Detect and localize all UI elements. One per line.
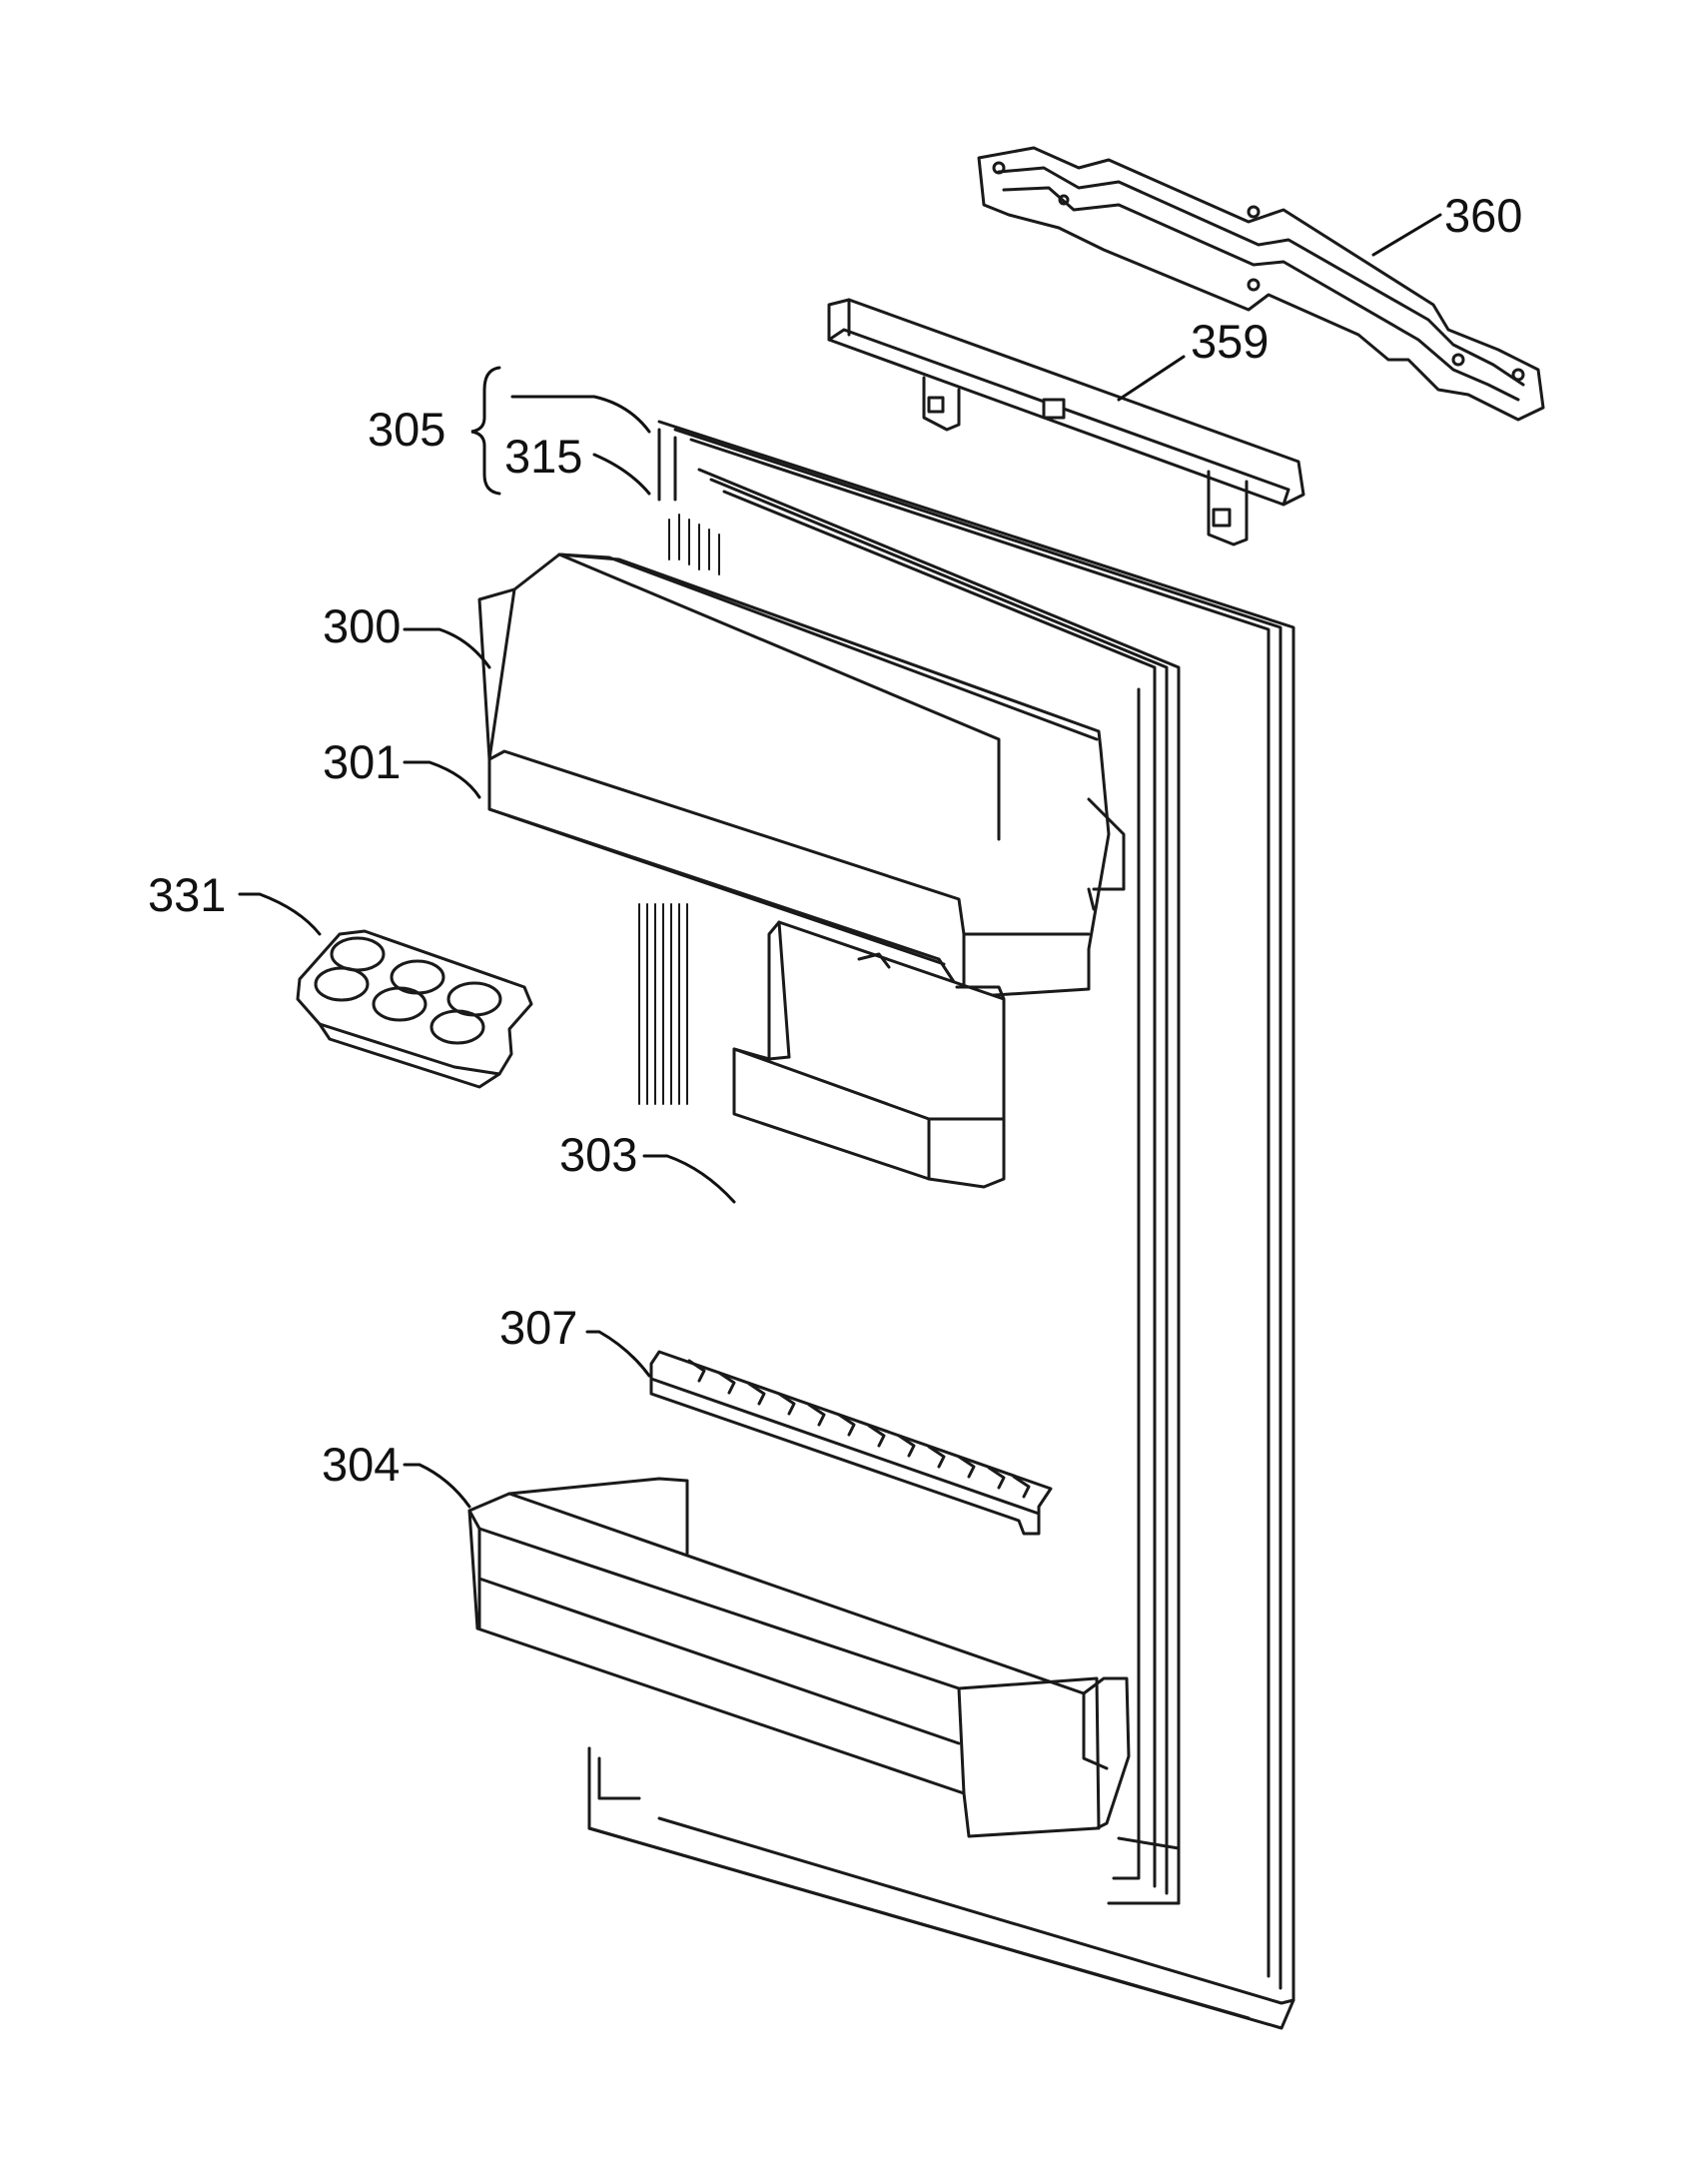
label-315: 315	[504, 430, 582, 483]
label-360: 360	[1444, 189, 1522, 242]
label-307: 307	[499, 1301, 577, 1354]
brace-305	[470, 366, 501, 496]
egg-tray-331	[296, 929, 533, 1089]
bottom-bin-304	[467, 1477, 1131, 1838]
rack-slots	[687, 1359, 1031, 1499]
label-359: 359	[1191, 315, 1269, 368]
leader-331	[238, 892, 322, 936]
leader-304	[403, 1463, 471, 1509]
leader-301	[403, 760, 481, 799]
leader-315	[592, 453, 651, 496]
leader-303	[642, 1154, 736, 1204]
label-300: 300	[323, 599, 401, 652]
label-305: 305	[368, 403, 445, 456]
hinge-bracket-360	[977, 146, 1545, 422]
gasket-strip-hatch	[638, 514, 720, 1105]
reference-numerals: 360 359 305 315 300 301 331 303 307 304	[148, 189, 1522, 1491]
leader-359	[1117, 355, 1186, 402]
label-331: 331	[148, 868, 226, 921]
leader-307	[585, 1330, 651, 1378]
label-301: 301	[323, 735, 401, 788]
door-liner-gasket	[587, 420, 1295, 2030]
leader-305	[510, 395, 651, 434]
dairy-bin-300	[477, 552, 1126, 999]
small-bin-303	[732, 920, 1006, 1189]
leader-360	[1371, 213, 1442, 257]
top-bar-359	[827, 298, 1305, 546]
label-303: 303	[559, 1128, 637, 1181]
leader-lines	[238, 213, 1442, 1509]
leader-300	[403, 627, 491, 669]
rack-307	[649, 1350, 1053, 1536]
label-304: 304	[322, 1438, 400, 1491]
